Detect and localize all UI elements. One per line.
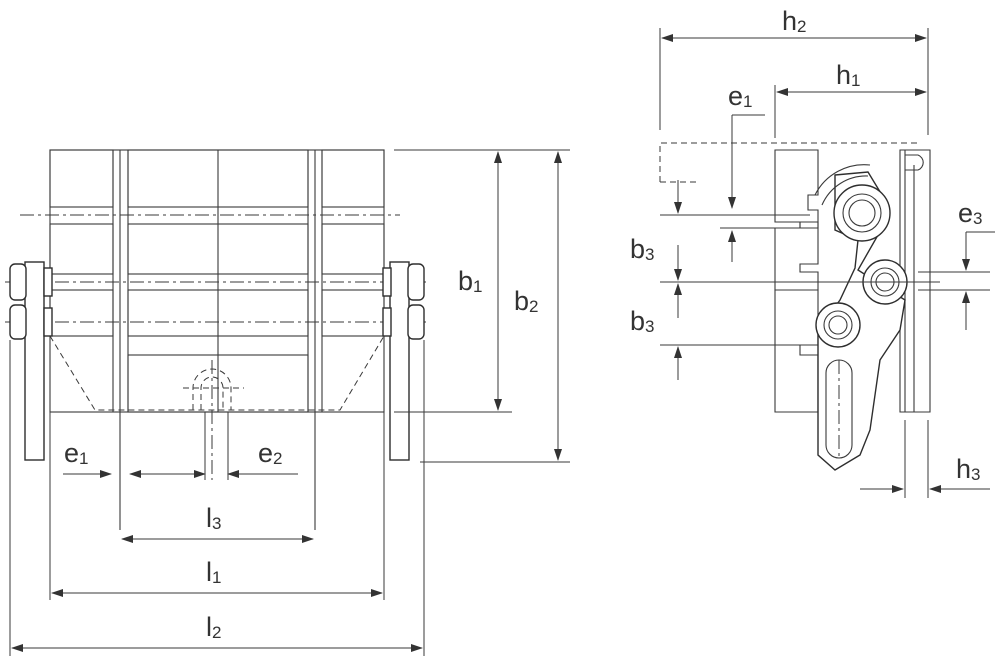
side-hidden-top xyxy=(659,142,920,182)
side-roller-top xyxy=(833,184,891,242)
label-b3-upper: b3 xyxy=(630,234,655,264)
front-right-plate xyxy=(389,261,410,461)
label-h1: h1 xyxy=(836,60,861,90)
label-e2: e2 xyxy=(258,438,283,468)
label-b3-lower: b3 xyxy=(630,306,655,336)
front-view: b1 b2 e1 e2 l3 l1 l2 xyxy=(5,149,570,656)
label-b2: b2 xyxy=(514,286,539,316)
label-l3: l3 xyxy=(206,503,221,533)
front-right-bolts xyxy=(382,263,425,340)
front-left-plate xyxy=(24,261,45,461)
front-left-bolts xyxy=(9,263,53,340)
front-body-outline xyxy=(49,149,385,413)
front-hidden-pin xyxy=(183,368,244,410)
side-roller-bottom xyxy=(815,302,861,348)
label-e1-front: e1 xyxy=(64,438,89,468)
label-b1: b1 xyxy=(458,266,483,296)
front-slots xyxy=(49,149,385,413)
side-step-3 xyxy=(774,289,819,413)
side-step-2 xyxy=(774,221,819,291)
side-scale-arc xyxy=(814,164,871,196)
label-l1: l1 xyxy=(206,557,221,587)
side-step-1 xyxy=(774,149,819,229)
side-view: h2 h1 e1 b3 b3 e3 h3 xyxy=(630,6,995,498)
label-h3: h3 xyxy=(956,454,981,484)
label-e1-side: e1 xyxy=(728,81,753,111)
label-l2: l2 xyxy=(206,612,221,642)
label-e3: e3 xyxy=(958,198,983,228)
label-h2: h2 xyxy=(782,6,807,36)
front-hidden-trough xyxy=(49,335,385,411)
